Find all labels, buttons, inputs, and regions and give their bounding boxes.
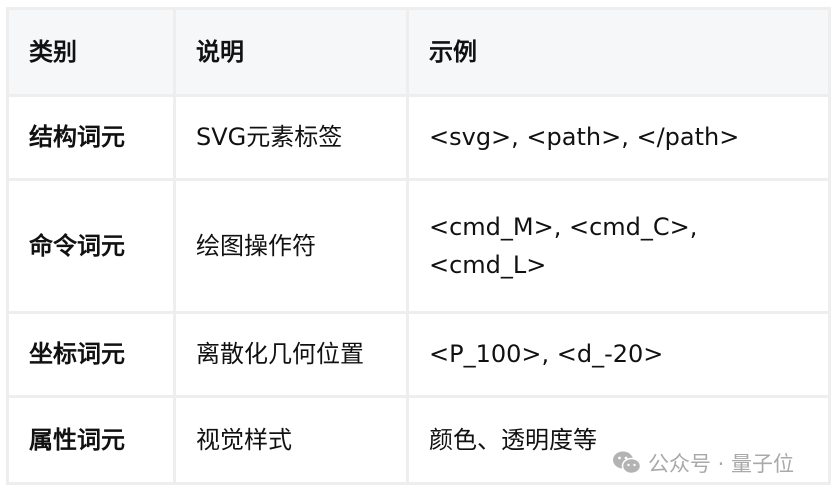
token-table: 类别 说明 示例 结构词元 SVG元素标签 <svg>, <path>, </p… bbox=[6, 7, 831, 485]
row-description: 绘图操作符 bbox=[173, 178, 409, 314]
row-category: 结构词元 bbox=[6, 94, 176, 181]
row-description: SVG元素标签 bbox=[173, 94, 409, 181]
table-row: 命令词元 绘图操作符 <cmd_M>, <cmd_C>, <cmd_L> bbox=[6, 178, 831, 314]
row-example: <svg>, <path>, </path> bbox=[406, 94, 831, 181]
table-row: 坐标词元 离散化几何位置 <P_100>, <d_-20> bbox=[6, 311, 831, 398]
table-header-row: 类别 说明 示例 bbox=[6, 7, 831, 97]
header-example: 示例 bbox=[406, 7, 831, 97]
example-line-1: <cmd_M>, <cmd_C>, bbox=[429, 212, 698, 241]
wechat-icon bbox=[612, 450, 642, 476]
row-category: 属性词元 bbox=[6, 395, 176, 485]
row-example: 颜色、透明度等 bbox=[406, 395, 831, 485]
header-category: 类别 bbox=[6, 7, 176, 97]
row-category: 命令词元 bbox=[6, 178, 176, 314]
table-row: 结构词元 SVG元素标签 <svg>, <path>, </path> bbox=[6, 94, 831, 181]
row-example: <P_100>, <d_-20> bbox=[406, 311, 831, 398]
watermark: 公众号 · 量子位 bbox=[612, 448, 794, 478]
row-description: 视觉样式 bbox=[173, 395, 409, 485]
example-line-2: <cmd_L> bbox=[429, 250, 547, 279]
row-category: 坐标词元 bbox=[6, 311, 176, 398]
table-row: 属性词元 视觉样式 颜色、透明度等 bbox=[6, 395, 831, 485]
row-example: <cmd_M>, <cmd_C>, <cmd_L> bbox=[406, 178, 831, 314]
watermark-text: 公众号 · 量子位 bbox=[648, 452, 795, 476]
header-description: 说明 bbox=[173, 7, 409, 97]
row-description: 离散化几何位置 bbox=[173, 311, 409, 398]
